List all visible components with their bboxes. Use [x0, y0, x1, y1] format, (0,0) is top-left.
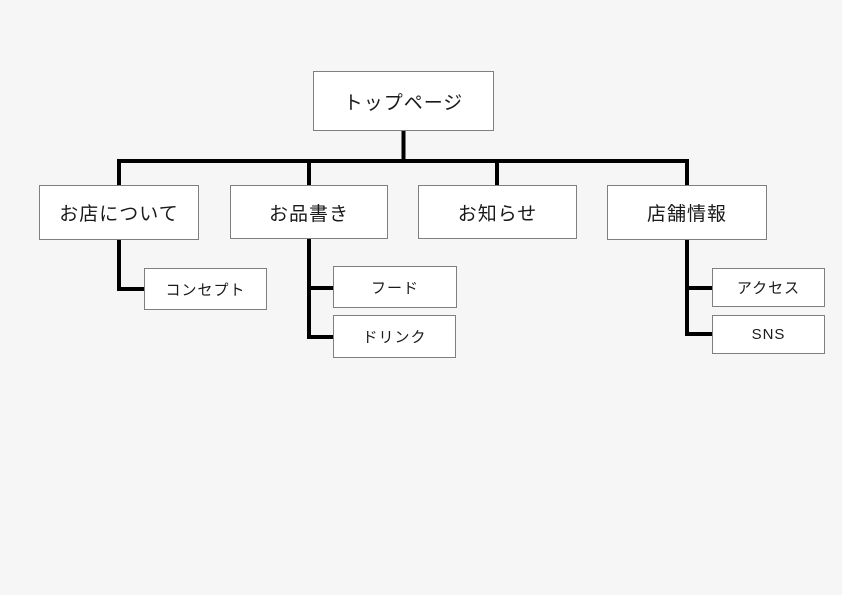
- node-label: コンセプト: [165, 281, 246, 299]
- node-drink: ドリンク: [333, 315, 456, 358]
- node-about-shop: お店について: [39, 185, 199, 240]
- node-label: 店舗情報: [646, 204, 727, 225]
- node-label: お店について: [59, 204, 179, 225]
- node-food: フード: [333, 266, 457, 308]
- node-label: アクセス: [736, 280, 801, 297]
- node-label: ドリンク: [362, 329, 427, 346]
- node-top-page: トップページ: [313, 71, 494, 131]
- node-news: お知らせ: [418, 185, 577, 239]
- node-label: お知らせ: [457, 203, 538, 225]
- node-access: アクセス: [712, 268, 825, 307]
- node-concept: コンセプト: [144, 268, 267, 310]
- node-label: トップページ: [343, 92, 464, 114]
- node-shop-info: 店舗情報: [607, 185, 767, 240]
- node-label: フード: [370, 279, 419, 297]
- node-menu: お品書き: [230, 185, 388, 239]
- node-label: SNS: [751, 326, 786, 343]
- node-sns: SNS: [712, 315, 825, 354]
- node-label: お品書き: [268, 203, 349, 225]
